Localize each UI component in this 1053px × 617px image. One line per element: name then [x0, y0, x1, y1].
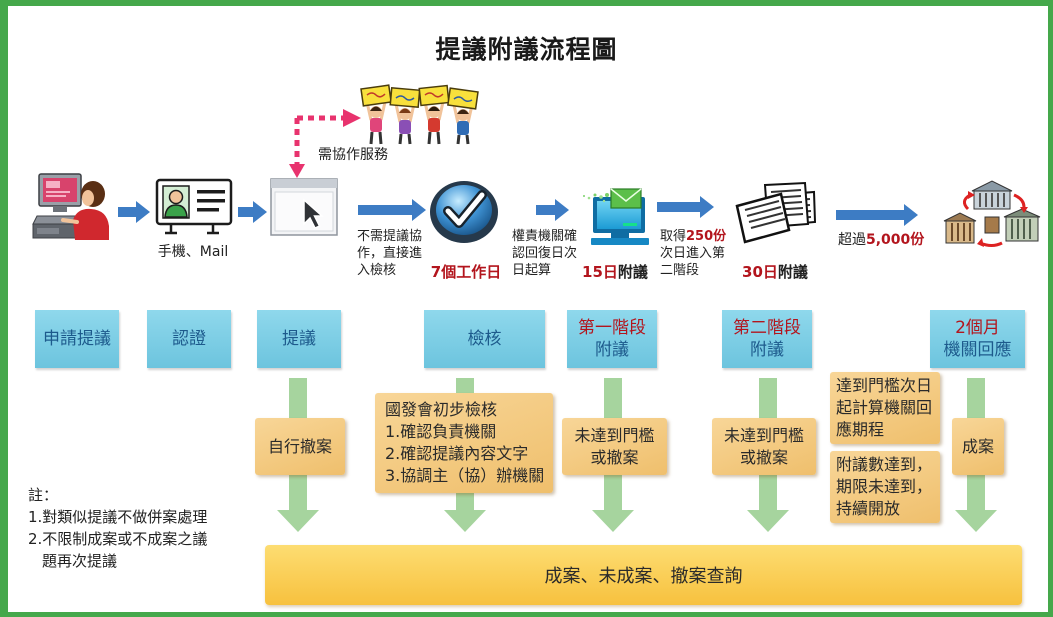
case-query-label: 成案、未成案、撤案查詢 — [544, 566, 743, 587]
outcome-withdraw: 自行撤案 — [255, 418, 345, 475]
flow-arrow-verify-to-propose — [238, 201, 267, 223]
review-item: 3.協調主（協）辦機關 — [385, 466, 545, 485]
flow-arrow-stage2-to-agency — [836, 204, 918, 226]
step-label: 認證 — [172, 329, 206, 349]
step-label: 提議 — [282, 329, 316, 349]
outcome-line: 期限未達到， — [836, 477, 933, 496]
stage1-start-line: 認回復日次 — [512, 246, 578, 261]
stage2-entry-note: 取得250份 次日進入第 二階段 — [660, 228, 726, 279]
collab-arrowhead-right — [343, 109, 361, 127]
email-computer-icon — [583, 188, 649, 245]
collab-service-label: 需協作服務 — [318, 147, 388, 163]
outcome-line: 或撤案 — [590, 447, 639, 467]
outcome-line: 未達到門檻 — [723, 425, 804, 445]
stage1-start-note: 權責機關確 認回復日次 日起算 — [512, 228, 577, 279]
step-label: 機關回應 — [943, 340, 1012, 360]
outcome-line: 或撤案 — [739, 447, 788, 467]
outcome-line: 達到門檻次日 — [836, 376, 933, 395]
id-card-icon — [155, 178, 233, 235]
stage2-entry-line: 二階段 — [660, 263, 700, 278]
petition-crowd-icon — [360, 84, 479, 145]
check-circle-icon — [430, 181, 498, 243]
no-collab-line: 不需提議協 — [357, 229, 423, 244]
step-propose: 提議 — [257, 310, 341, 368]
stage1-start-line: 日起算 — [512, 263, 552, 278]
note-line: 1.對類似提議不做併案處理 — [28, 508, 208, 526]
flow-arrow-apply-to-verify — [118, 201, 150, 223]
stage1-days: 15日 — [582, 263, 618, 281]
stage2-days: 30日 — [742, 263, 778, 281]
review-item: 1.確認負責機關 — [385, 422, 497, 441]
browser-cursor-icon — [270, 178, 338, 236]
outcome-line: 未達到門檻 — [574, 425, 655, 445]
outcome-line: 持續開放 — [836, 499, 901, 518]
step-highlight: 第二階段 — [733, 318, 801, 338]
outcome-line: 附議數達到， — [836, 455, 933, 474]
step-apply: 申請提議 — [35, 310, 119, 368]
government-buildings-icon — [943, 180, 1041, 247]
stage2-entry-line: 次日進入第 — [660, 246, 726, 261]
outcome-text: 自行撤案 — [267, 436, 332, 456]
outcome-initial-review: 國發會初步檢核 1.確認負責機關 2.確認提議內容文字 3.協調主（協）辦機關 — [375, 393, 553, 493]
step-label: 附議 — [595, 340, 629, 360]
no-collab-line: 作，直接進 — [357, 246, 423, 261]
note-line: 2.不限制成案或不成案之議 — [28, 530, 208, 548]
step-stage2-cosign: 第二階段 附議 — [722, 310, 812, 368]
step-verify: 認證 — [147, 310, 231, 368]
threshold-label: 超過5,000份 — [838, 231, 924, 249]
outcome-stage2-fail: 未達到門檻 或撤案 — [712, 418, 816, 475]
step-highlight: 2個月 — [955, 318, 1000, 338]
outcome-stage1-fail: 未達到門檻 或撤案 — [562, 418, 667, 475]
documents-icon — [735, 181, 817, 244]
no-collab-line: 入檢核 — [357, 263, 397, 278]
step-agency-response: 2個月 機關回應 — [930, 310, 1025, 368]
outcome-keep-open: 附議數達到， 期限未達到， 持續開放 — [830, 451, 940, 523]
flow-arrow-propose-to-review — [358, 199, 426, 221]
stage1-start-line: 權責機關確 — [512, 229, 578, 244]
outcome-line: 應期程 — [836, 420, 885, 439]
stage1-period-label: 15日附議 — [576, 262, 654, 282]
step-label: 附議 — [750, 340, 784, 360]
outcome-line: 起計算機關回 — [836, 398, 933, 417]
stage2-days-suffix: 附議 — [777, 263, 808, 281]
step-review: 檢核 — [424, 310, 545, 368]
outcome-text: 成案 — [961, 436, 994, 456]
case-query-bar: 成案、未成案、撤案查詢 — [265, 545, 1022, 605]
step-stage1-cosign: 第一階段 附議 — [567, 310, 657, 368]
step-label: 檢核 — [467, 329, 502, 349]
no-collab-note: 不需提議協 作，直接進 入檢核 — [357, 228, 422, 279]
note-line: 題再次提議 — [42, 552, 118, 570]
stage2-entry-count: 250份 — [686, 229, 727, 244]
step-highlight: 第一階段 — [578, 318, 646, 338]
diagram-title: 提議附議流程圖 — [435, 35, 618, 64]
stage1-days-suffix: 附議 — [617, 263, 648, 281]
stage2-entry-line: 取得250份 — [660, 228, 726, 245]
verify-channel-label: 手機、Mail — [157, 244, 229, 260]
collab-arrowhead-down — [289, 164, 305, 178]
outcome-accepted: 成案 — [952, 418, 1004, 475]
threshold-prefix: 超過 — [838, 232, 866, 248]
threshold-count: 5,000份 — [866, 232, 925, 248]
step-label: 申請提議 — [43, 329, 111, 349]
flow-arrow-stage1-to-stage2 — [657, 196, 714, 218]
flow-arrow-review-to-stage1 — [536, 199, 569, 221]
footnotes: 註： 1.對類似提議不做併案處理 2.不限制成案或不成案之議 題再次提議 — [28, 484, 207, 572]
review-title: 國發會初步檢核 — [385, 400, 498, 419]
computer-user-icon — [32, 173, 109, 240]
review-item: 2.確認提議內容文字 — [385, 444, 529, 463]
outcome-response-timing: 達到門檻次日 起計算機關回 應期程 — [830, 372, 940, 444]
notes-heading: 註： — [28, 486, 59, 504]
stage2-period-label: 30日附議 — [736, 262, 814, 282]
stage2-entry-prefix: 取得 — [660, 229, 687, 244]
review-period-label: 7個工作日 — [430, 263, 502, 281]
